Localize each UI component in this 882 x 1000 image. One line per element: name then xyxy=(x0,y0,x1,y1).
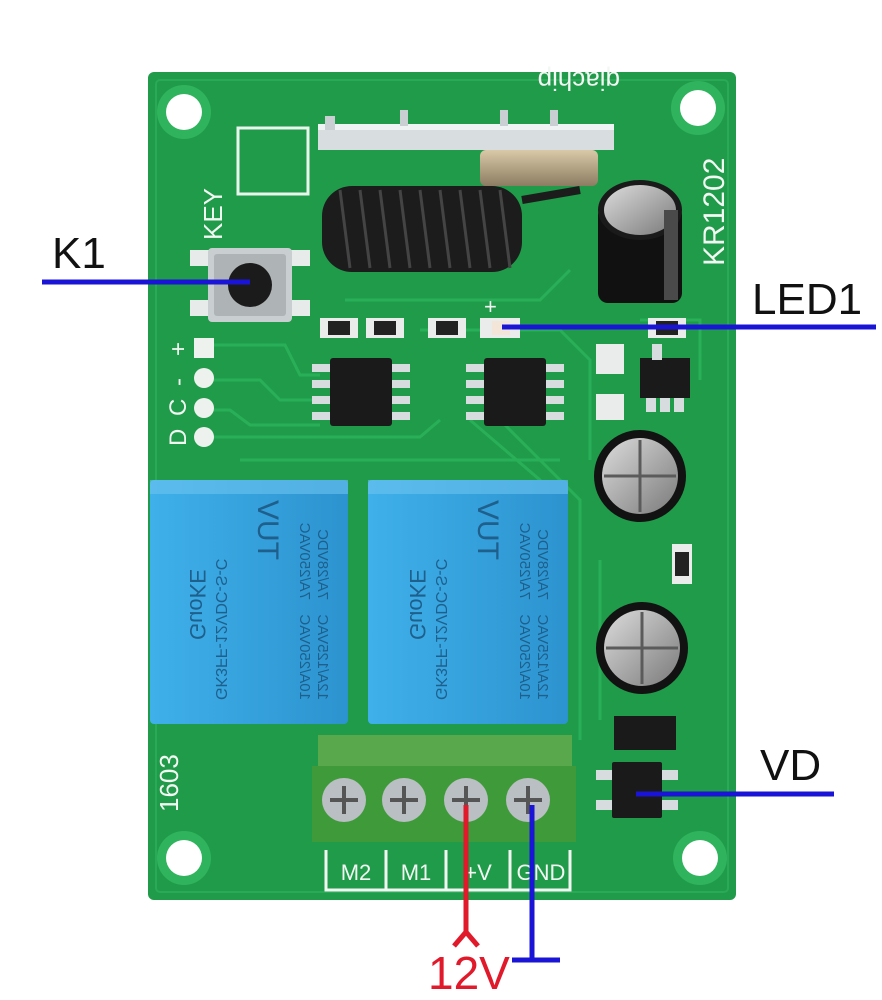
vd-diode xyxy=(596,762,678,818)
relay-2-model: GK3FF-12VDC-S-C xyxy=(432,559,449,700)
capacitor-middle xyxy=(594,430,686,522)
led1-label: LED1 xyxy=(752,275,863,324)
k1-label: K1 xyxy=(52,229,106,278)
relay-2-rating-c: 7A/250VAC xyxy=(516,523,533,600)
date-code-silk: 1603 xyxy=(154,754,184,812)
key-silk: KEY xyxy=(198,188,228,240)
ic-chips xyxy=(312,358,564,426)
pin-d-silk: D xyxy=(165,429,192,446)
relay-1-model: GK3FF-12VDC-S-C xyxy=(212,559,229,700)
gnd-wire xyxy=(512,805,560,963)
brand-silk: qiachip xyxy=(538,66,620,96)
voltage-regulator xyxy=(596,344,690,420)
relay-2-rating-a: 10A/250VAC xyxy=(516,614,533,700)
relay-2-rating-d: 7A/28VDC xyxy=(534,529,551,600)
led-plus-silk: + xyxy=(484,294,497,319)
model-silk: KR1202 xyxy=(698,158,731,266)
relay-1-rating-d: 7A/28VDC xyxy=(314,529,331,600)
relay-1-rating-a: 10A/250VAC xyxy=(296,614,313,700)
pin-plus-silk: + xyxy=(165,342,192,356)
relay-2-rating-b: 12A/125VAC xyxy=(534,614,551,700)
relay-1-rating-b: 12A/125VAC xyxy=(314,614,331,700)
vd-label: VD xyxy=(760,741,822,790)
terminal-label-m1: M1 xyxy=(401,860,432,885)
capacitor-lower xyxy=(596,602,688,694)
relay-2-brand: GuoKE xyxy=(405,569,430,640)
antenna-coil xyxy=(322,186,581,272)
k1-tactile-switch xyxy=(190,248,310,322)
relay-1-rating-c: 7A/250VAC xyxy=(296,523,313,600)
mounting-holes xyxy=(157,81,727,885)
terminal-label-m2: M2 xyxy=(341,860,372,885)
annotation-lines xyxy=(42,279,876,963)
terminal-label-gnd: GND xyxy=(517,860,566,885)
supply-voltage-label: 12V xyxy=(428,947,510,999)
smd-right xyxy=(614,544,692,750)
terminal-label-plus-v: +V xyxy=(464,860,492,885)
pin-minus-silk: - xyxy=(165,378,192,386)
relay-2: GuoKE GK3FF-12VDC-S-C TUV 10A/250VAC 12A… xyxy=(368,480,568,724)
plus-v-wire xyxy=(452,805,480,948)
relay-1: GuoKE GK3FF-12VDC-S-C TUV 10A/250VAC 12A… xyxy=(150,480,348,724)
side-header-pads xyxy=(194,338,214,447)
relay-1-cert: TUV xyxy=(251,500,284,560)
relay-1-brand: GuoKE xyxy=(185,569,210,640)
rf-receiver-module xyxy=(318,110,614,186)
terminal-screws xyxy=(322,778,550,822)
pin-c-silk: C xyxy=(165,399,192,416)
relay-2-cert: TUV xyxy=(471,500,504,560)
capacitor-top xyxy=(598,180,682,303)
